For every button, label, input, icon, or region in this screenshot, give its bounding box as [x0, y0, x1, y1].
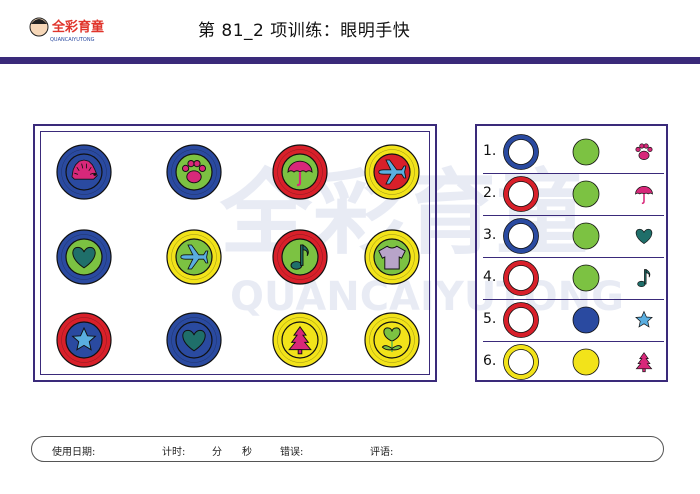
answer-fill-green: [572, 180, 600, 208]
answer-row-divider: [483, 341, 664, 342]
answer-row-number: 6.: [483, 353, 497, 369]
answer-ring-red: [503, 302, 539, 338]
answer-symbol: [635, 352, 653, 373]
coin-yellow-yellow-flower[interactable]: [362, 310, 422, 370]
star-icon: [71, 326, 97, 351]
answer-row-divider: [483, 257, 664, 258]
record-footer: 使用日期: 计时: 分 秒 错误: 评语:: [31, 436, 664, 462]
tree-icon: [635, 352, 653, 373]
answer-fill-blue: [572, 306, 600, 334]
paw-icon: [635, 143, 653, 160]
second-label: 秒: [242, 447, 252, 458]
coin-blue-blue-hedgehog[interactable]: [54, 142, 114, 202]
answer-row-divider: [483, 173, 664, 174]
page-title: 第 81_2 项训练：眼明手快: [198, 21, 411, 41]
minute-label: 分: [212, 447, 222, 458]
header-divider: [0, 57, 700, 64]
answer-row-divider: [483, 299, 664, 300]
game-board: [40, 131, 430, 375]
answer-row: 1.: [477, 131, 666, 173]
music-note-icon: [290, 244, 309, 270]
heart-icon: [72, 246, 96, 269]
answer-row: 6.: [477, 341, 666, 383]
answer-fill-green: [572, 264, 600, 292]
paw-icon: [181, 159, 207, 184]
coin-inner-disc: [281, 238, 319, 276]
answer-row-number: 1.: [483, 143, 497, 159]
coin-yellow-yellow-tree[interactable]: [270, 310, 330, 370]
airplane-icon: [378, 159, 407, 185]
heart-icon: [635, 228, 653, 245]
comment-label: 评语:: [370, 447, 394, 458]
game-board-frame: [33, 124, 437, 382]
music-note-icon: [637, 268, 651, 288]
coin-blue-green-heart[interactable]: [54, 227, 114, 287]
answer-row-number: 4.: [483, 269, 497, 285]
coin-yellow-green-airplane[interactable]: [164, 227, 224, 287]
answer-row: 5.: [477, 299, 666, 341]
answer-row: 2.: [477, 173, 666, 215]
tree-icon: [288, 325, 312, 355]
umbrella-icon: [287, 160, 313, 187]
error-label: 错误:: [280, 447, 304, 458]
answer-fill-yellow: [572, 348, 600, 376]
coin-red-green-umbrella[interactable]: [270, 142, 330, 202]
heart-icon: [182, 329, 206, 352]
answer-symbol: [635, 143, 653, 160]
answer-symbol: [635, 228, 653, 245]
answer-ring-yellow: [503, 344, 539, 380]
logo-subtext: QUANCAIYUTONG: [50, 37, 95, 43]
date-label: 使用日期:: [52, 447, 96, 458]
answer-symbol: [635, 310, 653, 328]
answer-row-number: 5.: [483, 311, 497, 327]
coin-yellow-red-airplane[interactable]: [362, 142, 422, 202]
answer-panel: 1. 2. 3. 4.: [475, 124, 668, 382]
flower-icon: [381, 327, 403, 353]
answer-symbol: [637, 268, 651, 288]
answer-row-number: 2.: [483, 185, 497, 201]
answer-symbol: [635, 186, 653, 205]
answer-row: 3.: [477, 215, 666, 257]
answer-fill-green: [572, 222, 600, 250]
timer-label: 计时:: [162, 447, 186, 458]
coin-red-green-music-note[interactable]: [270, 227, 330, 287]
answer-ring-red: [503, 176, 539, 212]
answer-ring-blue: [503, 218, 539, 254]
answer-ring-red: [503, 260, 539, 296]
answer-row: 4.: [477, 257, 666, 299]
umbrella-icon: [635, 186, 653, 205]
star-icon: [635, 310, 653, 328]
coin-yellow-green-tshirt[interactable]: [362, 227, 422, 287]
logo-text: 全彩育童: [51, 19, 104, 35]
brand-logo: 全彩育童 QUANCAIYUTONG: [29, 17, 104, 43]
coin-red-blue-star[interactable]: [54, 310, 114, 370]
answer-ring-blue: [503, 134, 539, 170]
answer-row-number: 3.: [483, 227, 497, 243]
answer-fill-green: [572, 138, 600, 166]
answer-row-divider: [483, 215, 664, 216]
coin-blue-blue-heart[interactable]: [164, 310, 224, 370]
tshirt-icon: [378, 245, 406, 270]
coin-blue-green-paw[interactable]: [164, 142, 224, 202]
airplane-icon: [180, 244, 209, 270]
hedgehog-icon: [71, 159, 98, 180]
